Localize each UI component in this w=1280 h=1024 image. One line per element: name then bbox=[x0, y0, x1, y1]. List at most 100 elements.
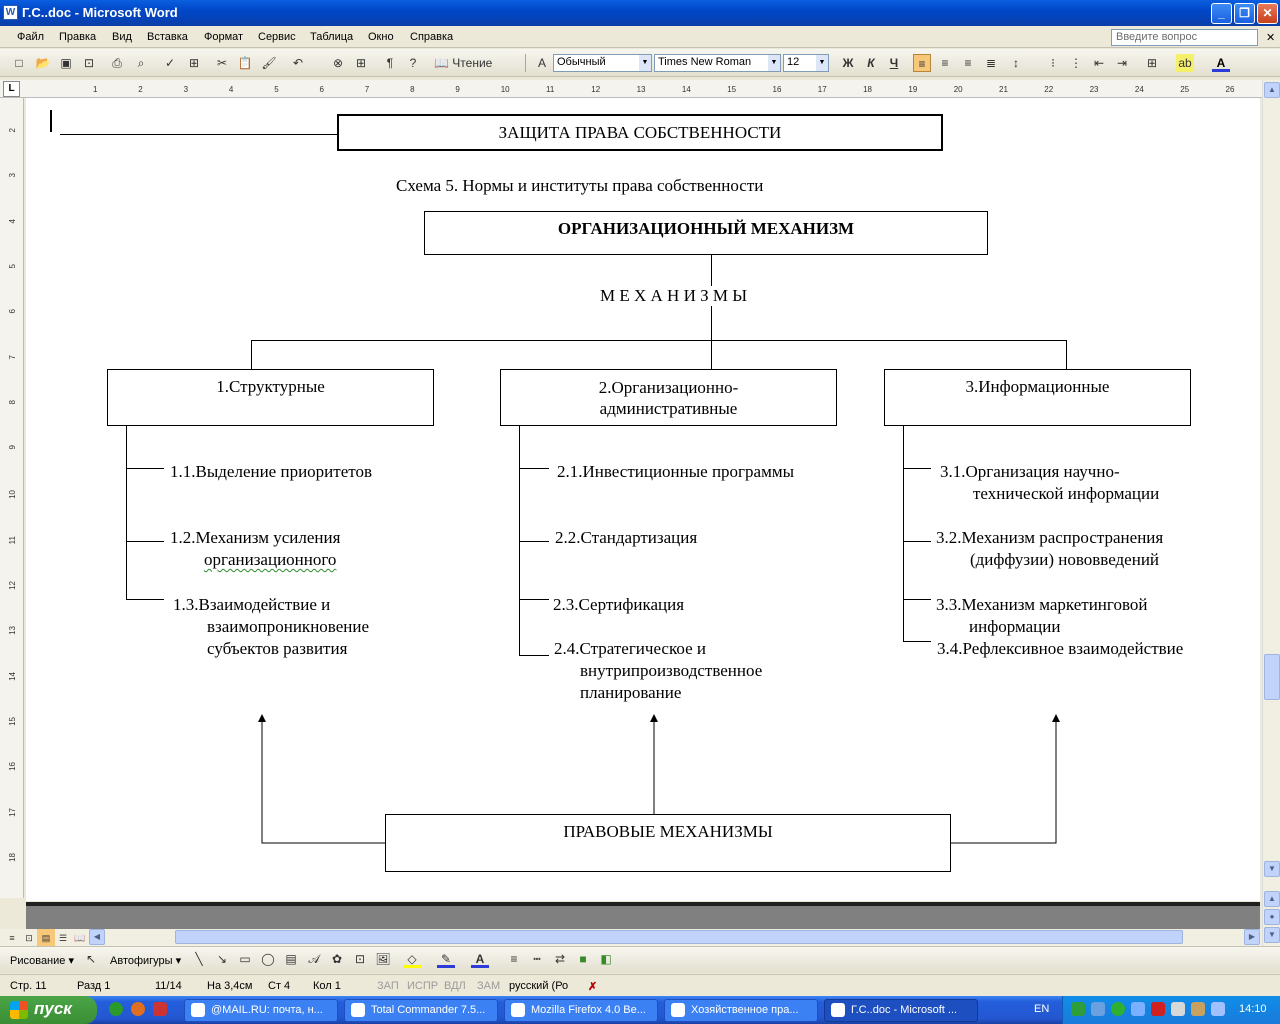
connection-icon[interactable] bbox=[1131, 1002, 1145, 1016]
menu-file[interactable]: Файл bbox=[17, 31, 45, 43]
menu-view[interactable]: Вид bbox=[112, 31, 132, 43]
menu-tools[interactable]: Сервис bbox=[258, 31, 296, 43]
menu-format[interactable]: Формат bbox=[204, 31, 244, 43]
horizontal-scroll-thumb[interactable] bbox=[175, 930, 1183, 944]
oval-tool-icon[interactable]: ◯ bbox=[261, 952, 275, 966]
scroll-up-button[interactable]: ▲ bbox=[1264, 82, 1280, 98]
font-color-icon[interactable]: A bbox=[1212, 54, 1230, 72]
horizontal-scrollbar[interactable]: ≡ ⊡ ▤ ☰ 📖 ◀ ▶ bbox=[0, 929, 1262, 947]
task-word-doc-active[interactable]: Г.С..doc - Microsoft ... bbox=[824, 999, 978, 1022]
align-left-icon[interactable]: ≡ bbox=[913, 54, 931, 72]
arrow-style-icon[interactable]: ⇄ bbox=[554, 952, 566, 966]
web-view-icon[interactable]: ⊡ bbox=[25, 933, 33, 943]
document-page[interactable]: ЗАЩИТА ПРАВА СОБСТВЕННОСТИ Схема 5. Норм… bbox=[26, 98, 1260, 901]
justify-icon[interactable]: ≣ bbox=[985, 56, 997, 70]
spelling-status-icon[interactable]: ✗ bbox=[588, 981, 598, 993]
show-formatting-icon[interactable]: ¶ bbox=[386, 56, 394, 70]
app-quicklaunch-icon[interactable] bbox=[153, 1002, 167, 1016]
print-icon[interactable]: ⎙ bbox=[112, 56, 122, 70]
help-icon[interactable]: ? bbox=[409, 56, 417, 70]
shield-icon[interactable] bbox=[1091, 1002, 1105, 1016]
language-indicator[interactable]: EN bbox=[1034, 1003, 1050, 1015]
highlight-icon[interactable]: ab bbox=[1176, 54, 1194, 72]
title-bar[interactable]: W Г.С..doc - Microsoft Word _ ❐ ✕ bbox=[0, 0, 1280, 26]
outline-view-icon[interactable]: ☰ bbox=[58, 933, 68, 943]
rectangle-tool-icon[interactable]: ▭ bbox=[239, 952, 251, 966]
arrow-tool-icon[interactable]: ↘ bbox=[216, 952, 228, 966]
paste-icon[interactable]: 📋 bbox=[237, 56, 253, 70]
drawing-menu-button[interactable]: Рисование ▾ bbox=[10, 955, 74, 967]
menu-insert[interactable]: Вставка bbox=[147, 31, 188, 43]
styles-pane-icon[interactable]: A bbox=[537, 56, 546, 70]
spelling-icon[interactable]: ✓ bbox=[164, 56, 176, 70]
antivirus-icon[interactable] bbox=[1111, 1002, 1125, 1016]
cut-icon[interactable]: ✂ bbox=[216, 56, 228, 70]
font-color-draw-icon[interactable]: A bbox=[471, 950, 489, 968]
start-button[interactable]: пуск bbox=[0, 996, 97, 1024]
increase-indent-icon[interactable]: ⇥ bbox=[1116, 56, 1128, 70]
clock[interactable]: 14:10 bbox=[1239, 1003, 1267, 1015]
chrome-quicklaunch-icon[interactable] bbox=[109, 1002, 123, 1016]
menu-edit[interactable]: Правка bbox=[59, 31, 97, 43]
menu-help[interactable]: Справка bbox=[410, 31, 454, 43]
scroll-right-button[interactable]: ▶ bbox=[1244, 929, 1260, 945]
clipart-tool-icon[interactable]: ⊡ bbox=[354, 952, 366, 966]
next-page-button[interactable]: ▼ bbox=[1264, 927, 1280, 943]
line-spacing-icon[interactable]: ↕ bbox=[1013, 56, 1019, 70]
font-size-select[interactable]: 12▼ bbox=[783, 54, 829, 72]
align-right-icon[interactable]: ≡ bbox=[964, 56, 972, 70]
status-language[interactable]: русский (Ро bbox=[509, 980, 569, 992]
prev-page-button[interactable]: ▲ bbox=[1264, 891, 1280, 907]
menu-window[interactable]: Окно bbox=[368, 31, 394, 43]
scroll-thumb[interactable] bbox=[1264, 654, 1280, 700]
scroll-down-button[interactable]: ▼ bbox=[1264, 861, 1280, 877]
select-objects-icon[interactable]: ↖ bbox=[85, 952, 97, 966]
borders-icon[interactable]: ⊞ bbox=[1146, 56, 1158, 70]
vertical-scrollbar[interactable]: ▲ ▼ ▲ ● ▼ bbox=[1262, 80, 1280, 946]
line-style-icon[interactable]: ≡ bbox=[510, 952, 518, 966]
save-icon[interactable]: ▣ bbox=[60, 56, 72, 70]
kaspersky-icon[interactable] bbox=[1151, 1002, 1165, 1016]
volume-icon[interactable] bbox=[1171, 1002, 1185, 1016]
task-mail[interactable]: @MAIL.RU: почта, н... bbox=[184, 999, 338, 1022]
task-firefox[interactable]: Mozilla Firefox 4.0 Be... bbox=[504, 999, 658, 1022]
font-select[interactable]: Times New Roman▼ bbox=[654, 54, 781, 72]
select-browse-object-button[interactable]: ● bbox=[1264, 909, 1280, 925]
ask-question-input[interactable]: Введите вопрос bbox=[1111, 29, 1258, 46]
network-icon[interactable] bbox=[1071, 1002, 1085, 1016]
decrease-indent-icon[interactable]: ⇤ bbox=[1093, 56, 1105, 70]
word-doc-icon[interactable]: W bbox=[3, 5, 18, 20]
research-icon[interactable]: ⊞ bbox=[188, 56, 200, 70]
maximize-button[interactable]: ❐ bbox=[1234, 3, 1255, 24]
fill-color-icon[interactable]: ◇ bbox=[403, 950, 421, 968]
italic-button[interactable]: К bbox=[867, 56, 875, 70]
table-icon[interactable]: ⊞ bbox=[355, 56, 367, 70]
3d-style-icon[interactable]: ◧ bbox=[600, 952, 612, 966]
dash-style-icon[interactable]: ┅ bbox=[533, 952, 541, 966]
scroll-left-button[interactable]: ◀ bbox=[89, 929, 105, 945]
status-rec[interactable]: ЗАП bbox=[377, 980, 399, 992]
open-folder-icon[interactable]: 📂 bbox=[35, 56, 51, 70]
reading-view-icon[interactable]: 📖 bbox=[74, 933, 86, 943]
line-tool-icon[interactable]: ╲ bbox=[195, 952, 203, 966]
status-extend[interactable]: ВДЛ bbox=[444, 980, 466, 992]
usb-icon[interactable] bbox=[1191, 1002, 1205, 1016]
status-track[interactable]: ИСПР bbox=[407, 980, 439, 992]
undo-icon[interactable]: ↶ bbox=[292, 56, 304, 70]
permission-icon[interactable]: ⊡ bbox=[83, 56, 95, 70]
align-center-icon[interactable]: ≡ bbox=[941, 56, 949, 70]
diagram-tool-icon[interactable]: ✿ bbox=[331, 952, 343, 966]
new-document-icon[interactable]: □ bbox=[15, 56, 23, 70]
numbered-list-icon[interactable]: ⁝ bbox=[1051, 56, 1055, 70]
shadow-style-icon[interactable]: ■ bbox=[579, 952, 587, 966]
task-total-commander[interactable]: Total Commander 7.5... bbox=[344, 999, 498, 1022]
print-preview-icon[interactable]: ⌕ bbox=[137, 56, 145, 70]
messenger-icon[interactable] bbox=[1211, 1002, 1225, 1016]
picture-tool-icon[interactable]: 🖼 bbox=[375, 952, 391, 966]
format-painter-icon[interactable]: 🖌 bbox=[261, 56, 277, 70]
textbox-tool-icon[interactable]: ▤ bbox=[285, 952, 297, 966]
status-overtype[interactable]: ЗАМ bbox=[477, 980, 501, 992]
task-word-doc-1[interactable]: Хозяйственное пра... bbox=[664, 999, 818, 1022]
